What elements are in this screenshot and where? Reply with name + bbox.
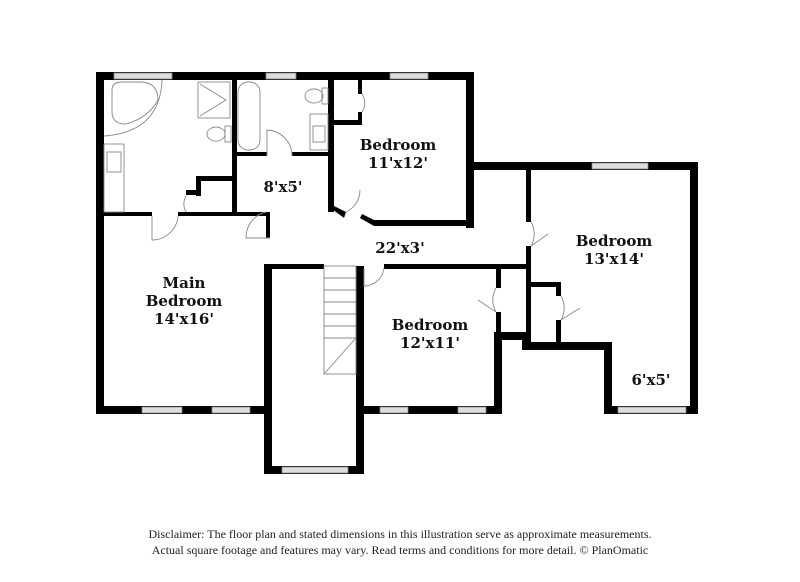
disclaimer: Disclaimer: The floor plan and stated di… <box>0 526 800 558</box>
room-label-bedroom-11x12: Bedroom 11'x12' <box>358 136 438 172</box>
disclaimer-line-2: Actual square footage and features may v… <box>151 543 649 557</box>
room-label-closet-6x5: 6'x5' <box>628 371 674 389</box>
room-dimensions: 6'x5' <box>631 371 671 389</box>
walls <box>96 72 698 474</box>
room-label-bedroom-13x14: Bedroom 13'x14' <box>572 232 656 268</box>
room-name: Bedroom <box>359 136 437 154</box>
room-name: Bedroom <box>575 232 653 250</box>
room-dimensions: 8'x5' <box>263 178 303 196</box>
fixtures <box>103 79 581 375</box>
room-label-hallway-22x3: 22'x3' <box>370 239 430 257</box>
room-name: Bedroom <box>145 292 223 310</box>
room-label-main-bedroom: Main Bedroom 14'x16' <box>140 274 228 328</box>
disclaimer-line-1: Disclaimer: The floor plan and stated di… <box>148 527 652 541</box>
room-dimensions: 22'x3' <box>375 239 425 257</box>
room-dimensions: 12'x11' <box>400 334 460 352</box>
room-name: Bedroom <box>391 316 469 334</box>
room-dimensions: 13'x14' <box>584 250 644 268</box>
room-label-bedroom-12x11: Bedroom 12'x11' <box>388 316 472 352</box>
room-dimensions: 11'x12' <box>368 154 428 172</box>
room-dimensions: 14'x16' <box>154 310 214 328</box>
room-name: Main <box>162 274 206 292</box>
room-label-hall-8x5: 8'x5' <box>258 178 308 196</box>
windows <box>113 72 687 474</box>
